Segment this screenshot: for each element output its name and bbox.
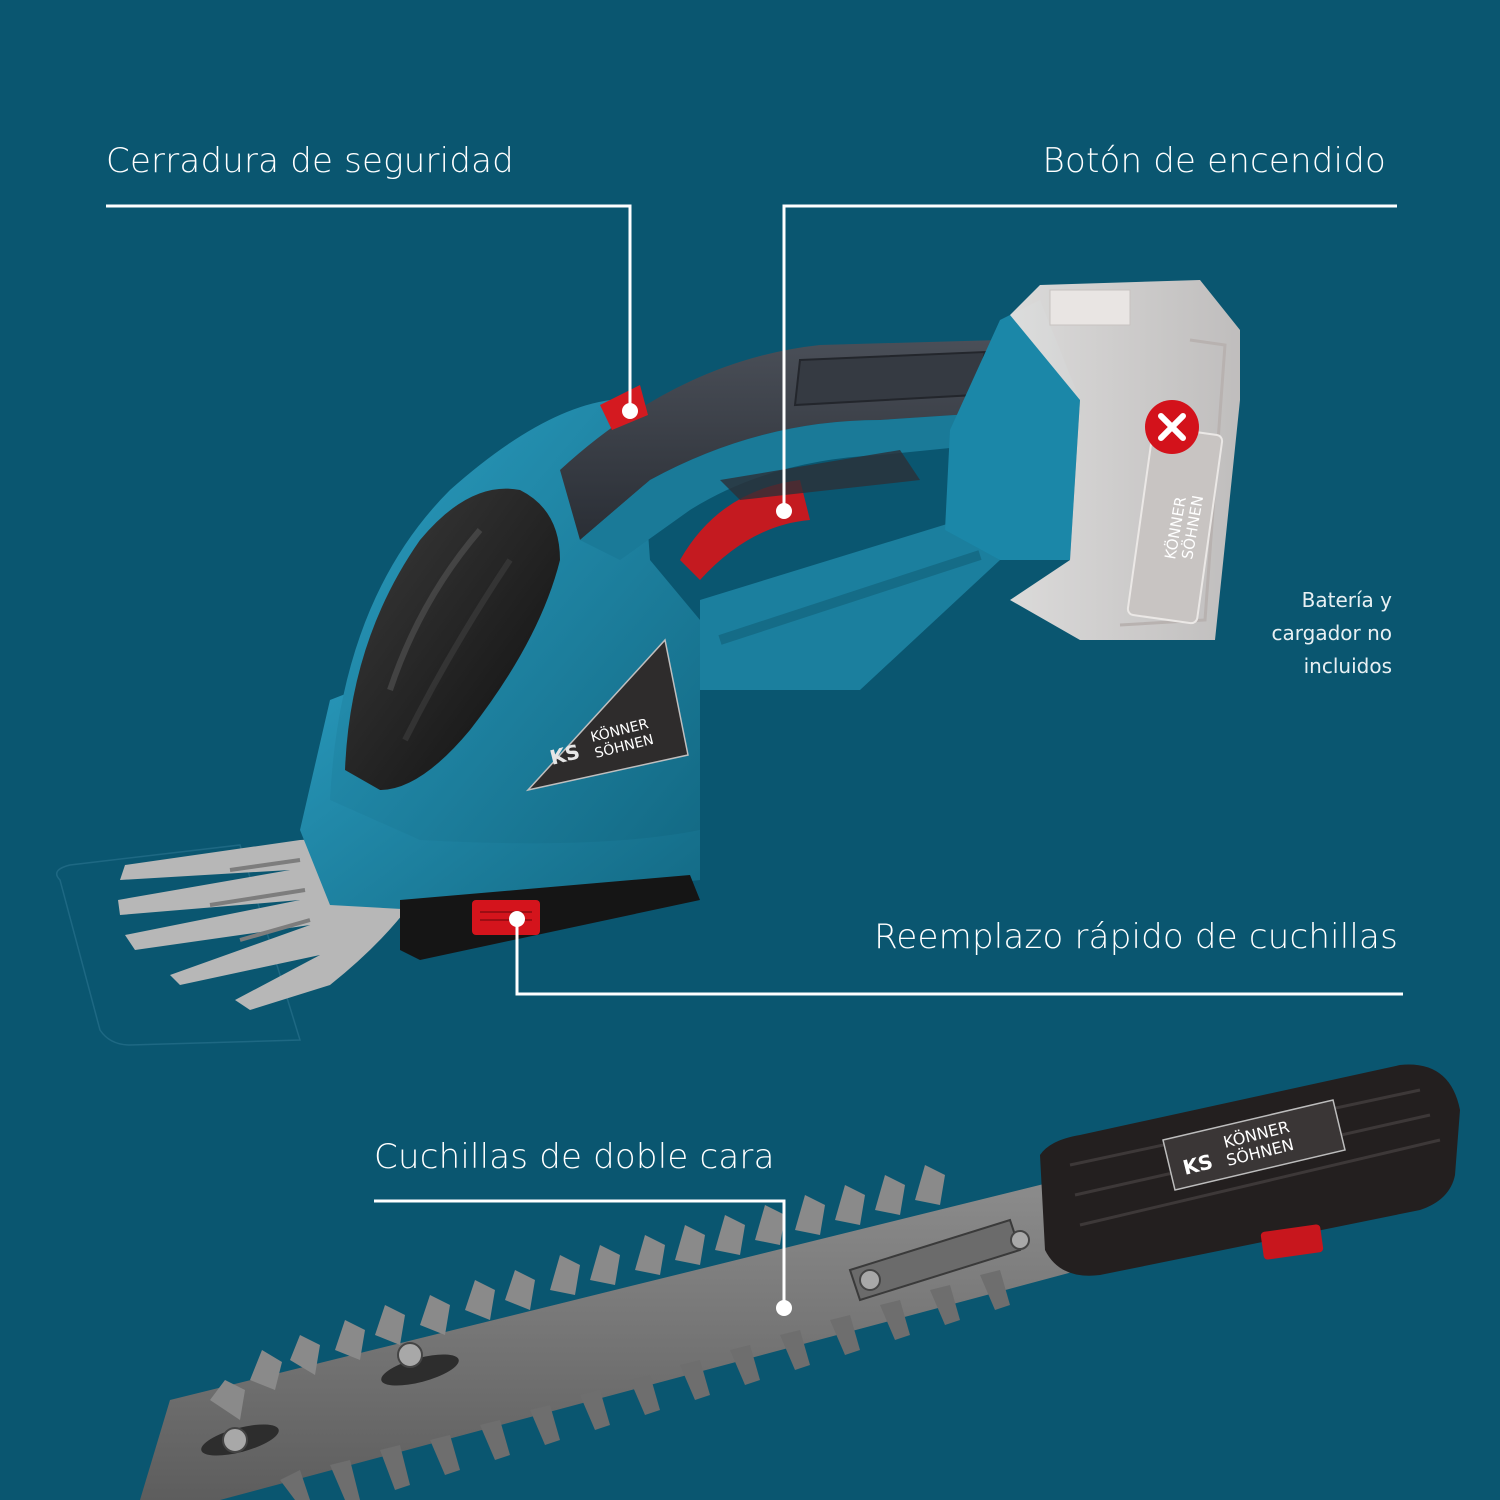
hedge-release-button bbox=[1260, 1224, 1324, 1260]
quick-change-button bbox=[472, 900, 540, 935]
note-line-1: Batería y bbox=[1301, 588, 1392, 612]
callout-lines bbox=[106, 204, 1403, 1307]
callout-dot-safety-lock bbox=[622, 403, 638, 419]
note-line-2: cargador no bbox=[1271, 621, 1393, 645]
callout-line-double-blades bbox=[374, 1199, 786, 1307]
battery-not-included-note: Batería y cargador no incluidos bbox=[1272, 584, 1393, 683]
callout-dot-power-button bbox=[776, 503, 792, 519]
callout-label-power-button: Botón de encendido bbox=[1042, 141, 1386, 181]
callout-dot-double-blades bbox=[776, 1300, 792, 1316]
callout-dots bbox=[509, 403, 792, 1316]
callout-line-power-button bbox=[782, 204, 1397, 511]
handle-bottom-arm bbox=[700, 520, 1000, 690]
hedge-logo-plate: KS KÖNNER SÖHNEN bbox=[1162, 1099, 1346, 1191]
hedge-housing: KS KÖNNER SÖHNEN bbox=[1040, 1064, 1460, 1276]
body-logo-plate: KS KÖNNER SÖHNEN bbox=[525, 638, 689, 792]
note-line-3: incluidos bbox=[1303, 654, 1392, 678]
battery-pack: KÖNNER SÖHNEN bbox=[1010, 280, 1240, 640]
callout-line-quick-change bbox=[515, 920, 1403, 996]
callout-dot-quick-change bbox=[509, 911, 525, 927]
x-circle-icon bbox=[1145, 400, 1199, 454]
hedge-trimmer-blade bbox=[140, 1165, 1080, 1500]
callout-label-quick-change: Reemplazo rápido de cuchillas bbox=[874, 917, 1398, 957]
battery-mount bbox=[945, 300, 1080, 560]
callout-line-safety-lock bbox=[106, 204, 632, 410]
shadow-plate bbox=[55, 844, 302, 1046]
callout-label-double-blades: Cuchillas de doble cara bbox=[374, 1137, 775, 1177]
power-trigger bbox=[680, 480, 810, 580]
callout-label-safety-lock: Cerradura de seguridad bbox=[106, 141, 514, 181]
